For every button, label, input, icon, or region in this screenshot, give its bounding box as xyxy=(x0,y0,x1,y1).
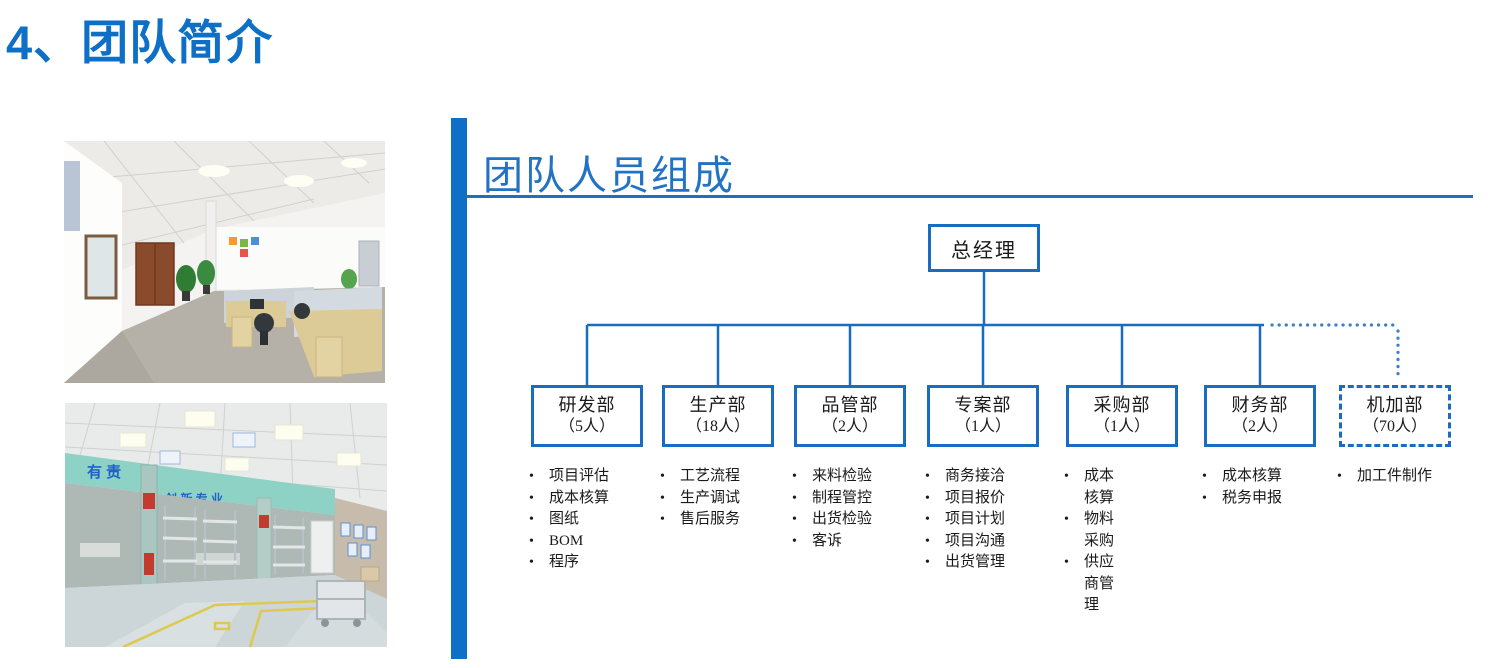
org-box-finance: 财务部 （2人） xyxy=(1204,385,1316,447)
org-box-machining: 机加部 （70人） xyxy=(1339,385,1451,447)
duty-item: 客诉 xyxy=(790,531,882,553)
duty-item: BOM xyxy=(527,531,619,553)
accent-bar xyxy=(451,118,467,659)
duty-list-rnd: 项目评估成本核算图纸BOM程序 xyxy=(527,466,619,574)
duty-item: 图纸 xyxy=(527,509,619,531)
dept-headcount: （18人） xyxy=(685,418,750,436)
org-box-rnd: 研发部 （5人） xyxy=(531,385,643,447)
duty-item: 出货检验 xyxy=(790,509,882,531)
dept-headcount: （5人） xyxy=(558,418,615,436)
duty-item: 物料采购 xyxy=(1062,509,1128,552)
dept-headcount: （1人） xyxy=(1093,418,1150,436)
org-box-purchasing: 采购部 （1人） xyxy=(1066,385,1178,447)
dept-name: 生产部 xyxy=(689,394,747,415)
duty-item: 税务申报 xyxy=(1200,488,1292,510)
duty-item: 供应商管理 xyxy=(1062,552,1128,617)
dept-name: 采购部 xyxy=(1093,394,1151,415)
dept-name: 专案部 xyxy=(954,394,1012,415)
banner-text-left: 有 责 xyxy=(87,463,121,481)
duty-list-quality: 来料检验制程管控出货检验客诉 xyxy=(790,466,882,552)
duty-item: 出货管理 xyxy=(923,552,1015,574)
duty-item: 生产调试 xyxy=(658,488,750,510)
org-box-quality: 品管部 （2人） xyxy=(794,385,906,447)
org-root-label: 总经理 xyxy=(951,239,1017,262)
section-heading: 团队人员组成 xyxy=(483,153,735,198)
dept-headcount: （70人） xyxy=(1362,418,1427,436)
page-title: 4、团队简介 xyxy=(6,16,274,69)
org-box-production: 生产部 （18人） xyxy=(662,385,774,447)
duty-item: 制程管控 xyxy=(790,488,882,510)
duty-list-machining: 加工件制作 xyxy=(1335,466,1435,488)
dept-name: 品管部 xyxy=(821,394,879,415)
dept-headcount: （2人） xyxy=(821,418,878,436)
duty-item: 项目计划 xyxy=(923,509,1015,531)
duty-item: 项目沟通 xyxy=(923,531,1015,553)
duty-item: 成本核算 xyxy=(527,488,619,510)
duty-item: 商务接洽 xyxy=(923,466,1015,488)
duty-item: 程序 xyxy=(527,552,619,574)
duty-item: 加工件制作 xyxy=(1335,466,1435,488)
duty-item: 来料检验 xyxy=(790,466,882,488)
duty-item: 项目报价 xyxy=(923,488,1015,510)
duty-item: 项目评估 xyxy=(527,466,619,488)
dept-headcount: （1人） xyxy=(954,418,1011,436)
duty-list-project: 商务接洽项目报价项目计划项目沟通出货管理 xyxy=(923,466,1015,574)
duty-item: 成本核算 xyxy=(1062,466,1128,509)
duty-list-purchasing: 成本核算物料采购供应商管理 xyxy=(1062,466,1128,617)
office-photo xyxy=(64,141,385,383)
duty-list-finance: 成本核算税务申报 xyxy=(1200,466,1292,509)
heading-underline xyxy=(467,195,1473,198)
dept-name: 机加部 xyxy=(1366,394,1424,415)
duty-item: 售后服务 xyxy=(658,509,750,531)
org-box-general-manager: 总经理 xyxy=(928,224,1040,272)
duty-item: 成本核算 xyxy=(1200,466,1292,488)
dept-name: 研发部 xyxy=(558,394,616,415)
dept-name: 财务部 xyxy=(1231,394,1289,415)
workshop-photo: 有 责 创 新 专 业 xyxy=(65,403,387,647)
duty-list-production: 工艺流程生产调试售后服务 xyxy=(658,466,750,531)
dept-headcount: （2人） xyxy=(1231,418,1288,436)
duty-item: 工艺流程 xyxy=(658,466,750,488)
org-box-project: 专案部 （1人） xyxy=(927,385,1039,447)
